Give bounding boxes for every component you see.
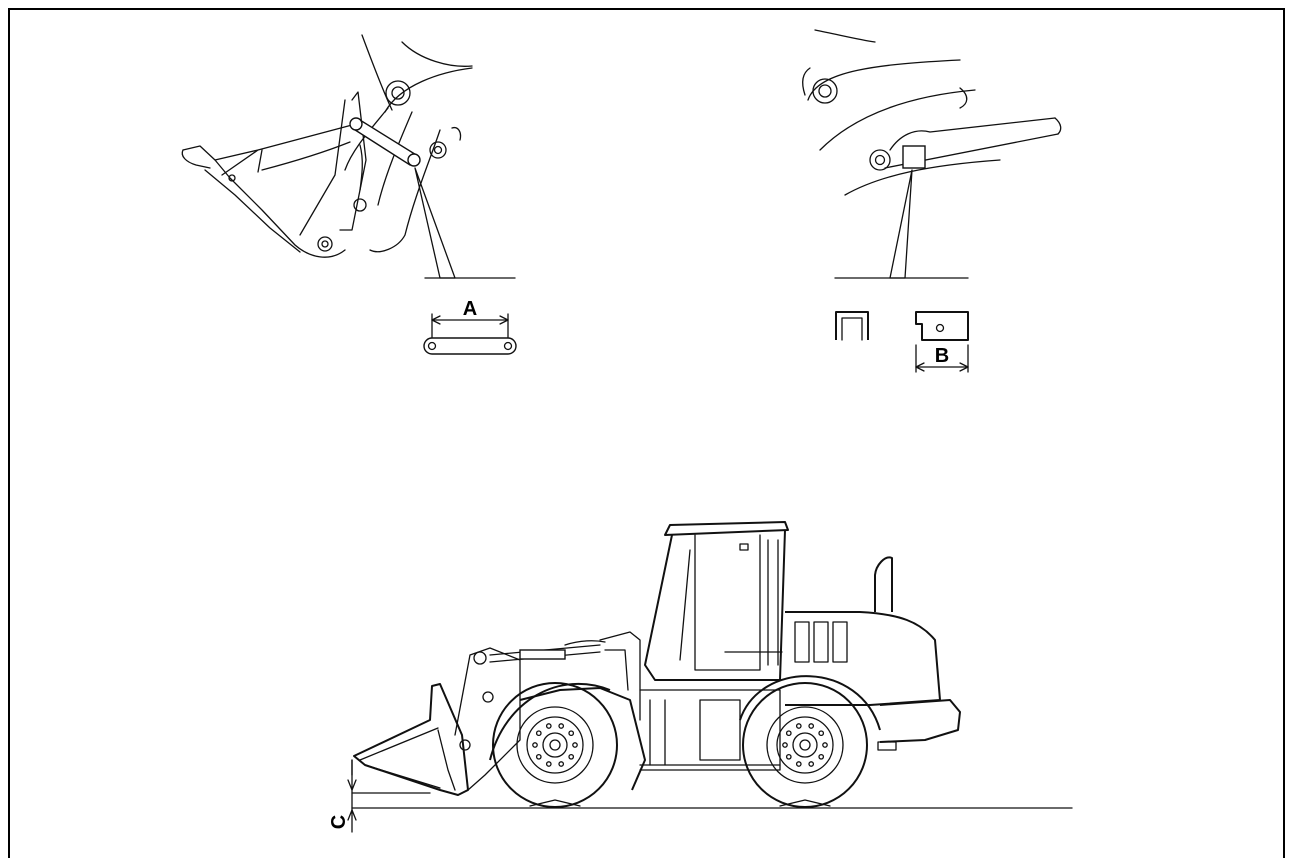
wheel-bolt (532, 742, 538, 748)
wheel-bolt (808, 761, 815, 767)
wheel-bolt (545, 723, 552, 729)
dimension-c-marker (347, 759, 431, 833)
link-rod-icon (423, 313, 517, 355)
dimension-label-b: B (935, 345, 949, 367)
wheel-bolt (818, 753, 825, 760)
wedge-block-icon (835, 311, 969, 373)
wheel-bolt (785, 730, 792, 737)
wheel-bolt (545, 761, 552, 767)
wheel-bolt (785, 753, 792, 760)
linkage-rod-view (181, 34, 516, 279)
wheel-bolt (558, 723, 565, 729)
wheel-bolt (808, 723, 815, 729)
page-frame (8, 8, 1285, 858)
wheel-bolt (795, 723, 802, 729)
wheel-bolt (782, 742, 788, 748)
wheel-bolt (572, 742, 578, 748)
wheel-bolt (535, 730, 542, 737)
wheel-bolt (535, 753, 542, 760)
dimension-label-a: A (463, 298, 477, 320)
wheel-bolt (568, 730, 575, 737)
linkage-block-view (802, 29, 1062, 279)
wheel-bolt (795, 761, 802, 767)
wheel-bolt (822, 742, 828, 748)
wheel-loader-illustration (351, 521, 1073, 809)
wheel-bolt (558, 761, 565, 767)
wheel-bolt (568, 753, 575, 760)
dimension-label-c: C (328, 815, 350, 829)
wheel-bolt (818, 730, 825, 737)
